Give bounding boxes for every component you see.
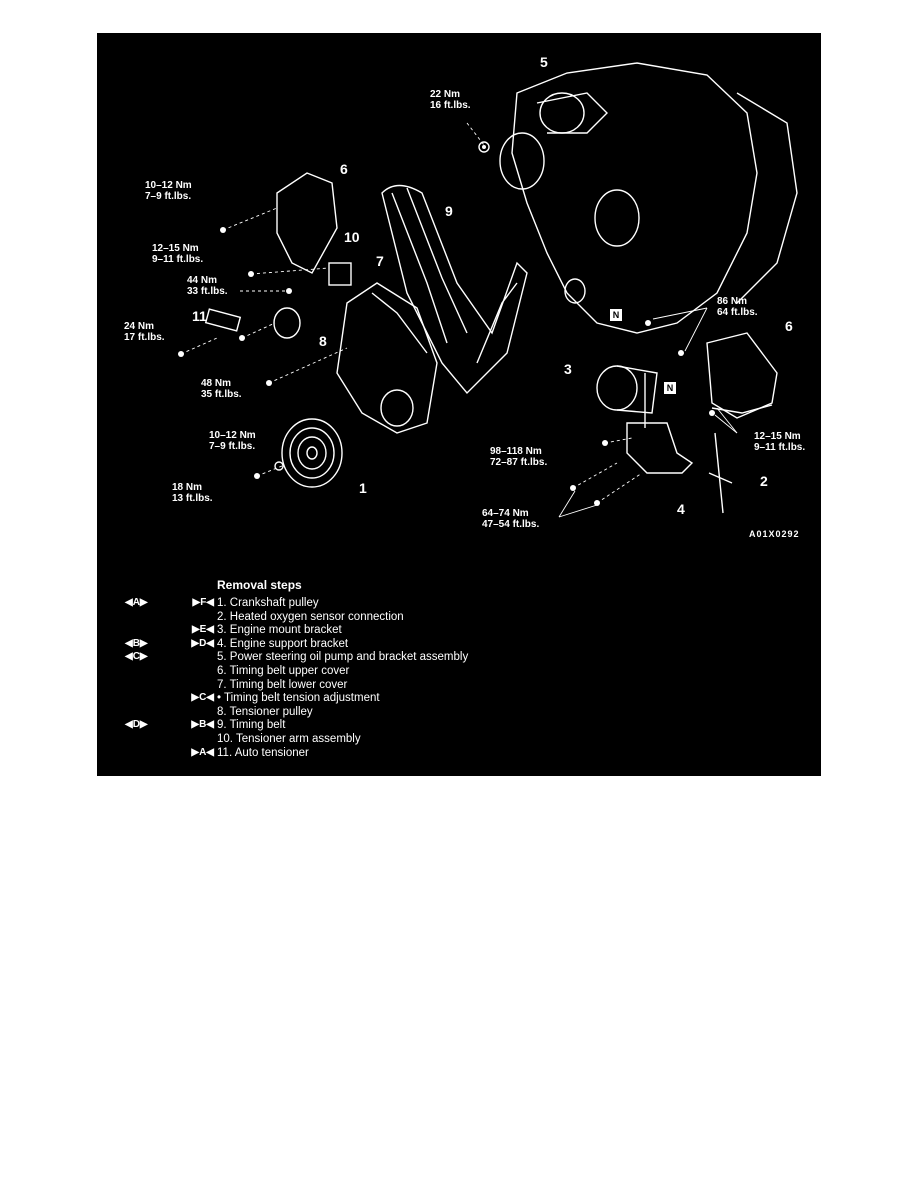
step-marker-install: ▶C◀ xyxy=(191,692,214,704)
callout-6-left: 6 xyxy=(340,161,348,177)
tensioner-pulley xyxy=(273,307,301,339)
callout-6-right: 6 xyxy=(785,318,793,334)
step-marker-install: ▶D◀ xyxy=(191,637,214,649)
step-text: 6. Timing belt upper cover xyxy=(217,665,350,677)
removal-step: 6. Timing belt upper cover xyxy=(97,665,821,678)
cam-sprocket-right xyxy=(594,189,640,247)
callout-11: 11 xyxy=(192,308,207,324)
removal-step: ◀B▶ ▶D◀4. Engine support bracket xyxy=(97,638,821,651)
removal-step: 2. Heated oxygen sensor connection xyxy=(97,611,821,624)
idler-sprocket xyxy=(564,278,586,304)
step-marker-removal: ◀D▶ xyxy=(125,719,148,731)
step-text: 7. Timing belt lower cover xyxy=(217,678,348,691)
power-steering-pump xyxy=(539,92,585,134)
step-text: 4. Engine support bracket xyxy=(217,637,349,650)
step-marker-removal: ◀B▶ xyxy=(125,637,148,649)
engine-support-bracket xyxy=(626,422,694,474)
step-text: 5. Power steering oil pump and bracket a… xyxy=(217,651,469,664)
auto-tensioner xyxy=(204,308,242,332)
step-text: 1. Crankshaft pulley xyxy=(217,597,319,609)
callout-5: 5 xyxy=(540,54,548,70)
step-text: 9. Timing belt xyxy=(217,719,286,732)
removal-steps-title: Removal steps xyxy=(217,578,302,592)
callout-9: 9 xyxy=(445,203,453,219)
n-mark-lower: N xyxy=(663,381,677,395)
step-marker-removal: ◀C▶ xyxy=(125,651,148,663)
upper-cover-right xyxy=(706,332,778,419)
diagram-drawing xyxy=(178,62,798,518)
engine-mount-bracket xyxy=(596,365,638,411)
step-marker-removal: ◀A▶ xyxy=(125,597,148,608)
figure-code: A01X0292 xyxy=(749,529,800,539)
step-marker-install: ▶E◀ xyxy=(191,624,214,636)
removal-step: ◀A▶ ▶F◀1. Crankshaft pulley xyxy=(97,597,821,610)
callout-8: 8 xyxy=(319,333,327,349)
cam-sprocket-left xyxy=(499,132,545,190)
engine-block xyxy=(511,62,758,334)
removal-step: 7. Timing belt lower cover xyxy=(97,679,821,692)
removal-step: ▶E◀3. Engine mount bracket xyxy=(97,624,821,637)
removal-step: ▶C◀• Timing belt tension adjustment xyxy=(97,692,821,705)
upper-cover-left xyxy=(276,172,338,274)
callout-1: 1 xyxy=(359,480,367,496)
removal-step: ◀C▶ 5. Power steering oil pump and bracke… xyxy=(97,651,821,664)
lower-cover xyxy=(336,282,438,434)
callout-3: 3 xyxy=(564,361,572,377)
callout-4: 4 xyxy=(677,501,685,517)
oxygen-sensor xyxy=(714,432,724,514)
removal-step: ▶A◀11. Auto tensioner xyxy=(97,747,821,760)
step-marker-install: ▶B◀ xyxy=(191,719,214,731)
timing-belt-outline xyxy=(381,184,528,395)
crankshaft-pulley xyxy=(281,418,343,488)
removal-step: 8. Tensioner pulley xyxy=(97,706,821,719)
callout-10: 10 xyxy=(344,229,360,245)
step-text: 8. Tensioner pulley xyxy=(217,705,313,718)
step-text: • Timing belt tension adjustment xyxy=(217,692,380,705)
step-marker-install: ▶A◀ xyxy=(191,746,214,758)
callout-7: 7 xyxy=(376,253,384,269)
step-text: 10. Tensioner arm assembly xyxy=(217,733,361,745)
step-text: 11. Auto tensioner xyxy=(217,746,309,759)
n-mark-upper: N xyxy=(609,308,623,322)
step-text: 2. Heated oxygen sensor connection xyxy=(217,610,404,623)
removal-step: 10. Tensioner arm assembly xyxy=(97,733,821,746)
step-marker-install: ▶F◀ xyxy=(192,597,215,608)
removal-step: ◀D▶ ▶B◀9. Timing belt xyxy=(97,719,821,732)
tensioner-arm xyxy=(328,262,352,286)
callout-2: 2 xyxy=(760,473,768,489)
step-text: 3. Engine mount bracket xyxy=(217,624,342,637)
